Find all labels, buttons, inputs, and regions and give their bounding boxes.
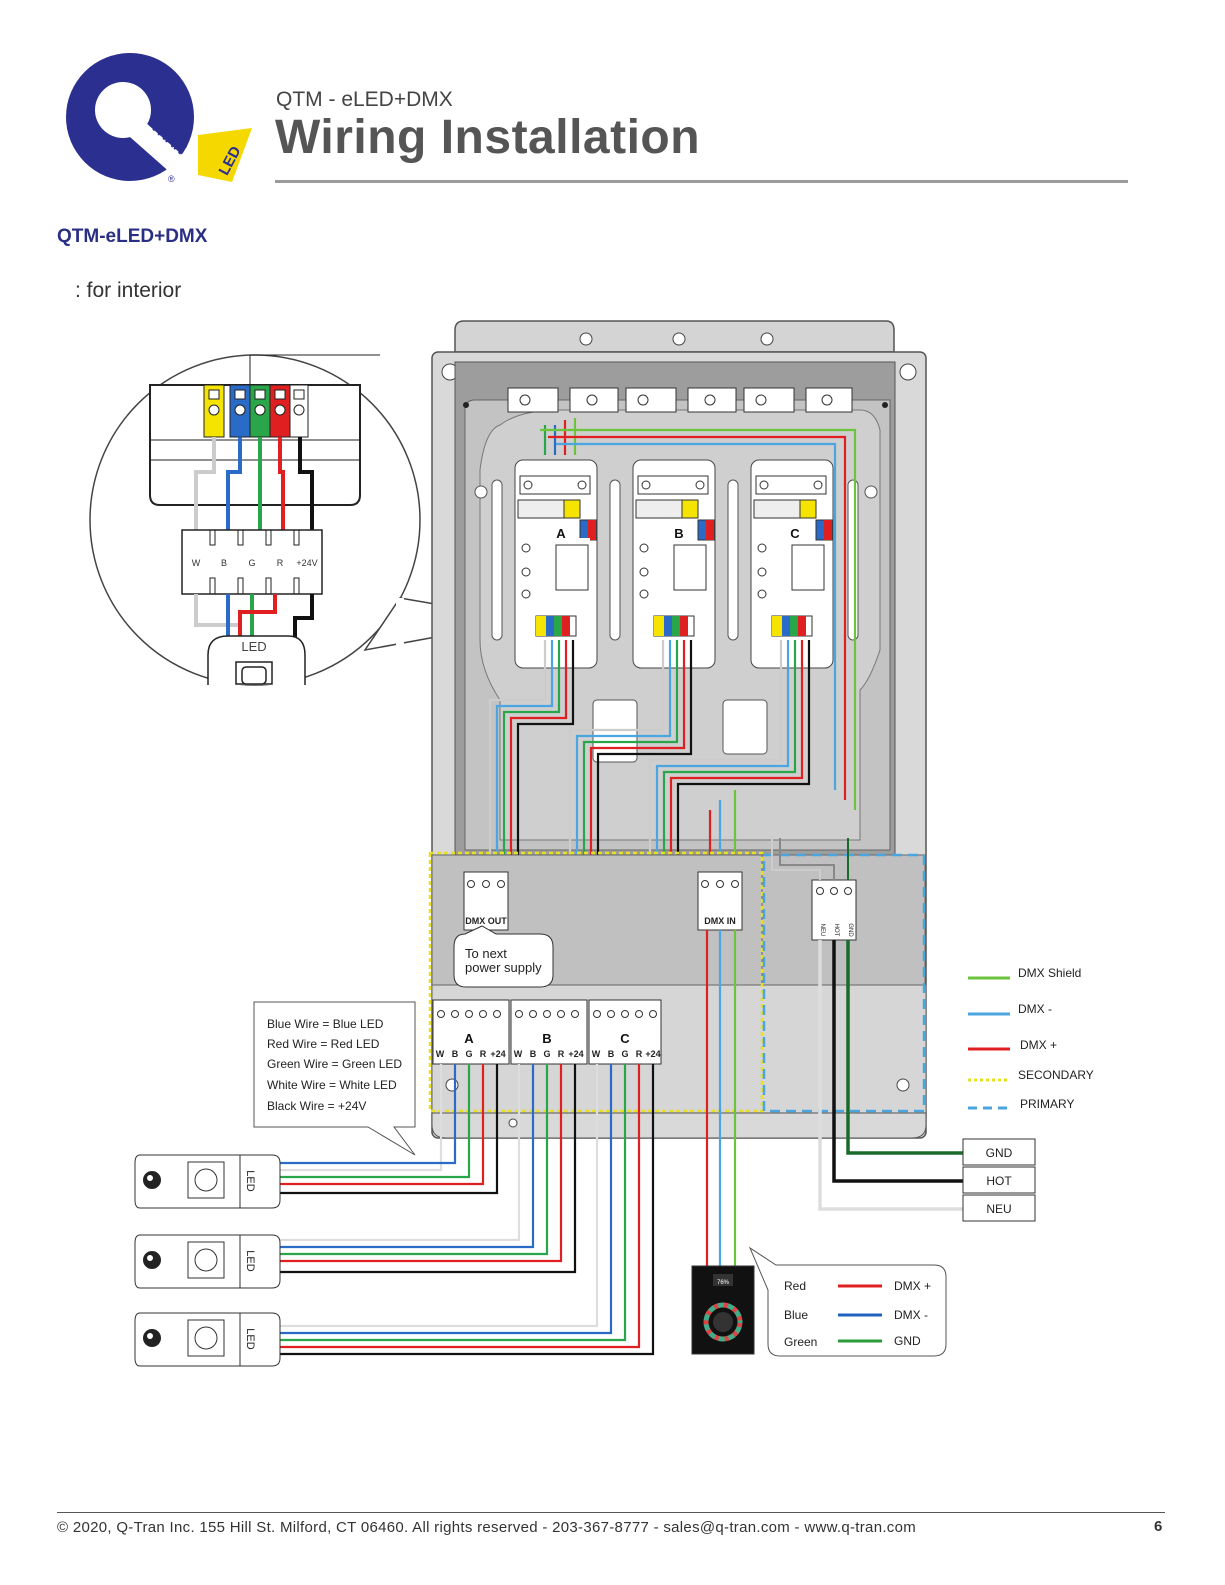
pin-b-24: +24 [568, 1049, 583, 1059]
pin-a-r: R [480, 1049, 487, 1059]
callout-next-line2: power supply [465, 960, 542, 975]
module-label-a: A [556, 526, 566, 541]
zoom-label-r: R [277, 558, 284, 568]
dmx-map-blue-wire: Blue [784, 1308, 808, 1322]
wire-key-box: Blue Wire = Blue LED Red Wire = Red LED … [253, 1001, 416, 1156]
dmx-out-label: DMX OUT [465, 916, 507, 926]
page-number: 6 [1154, 1518, 1163, 1535]
dmx-map-red-wire: Red [784, 1279, 806, 1293]
led-strip-1: LED [134, 1154, 281, 1209]
channel-terminals: A B C W B G R +24 W B G R +24 W B G R +2… [432, 999, 662, 1065]
dmx-mapping-callout: Red Blue Green DMX + DMX - GND [748, 1246, 947, 1357]
pin-b-w: W [514, 1049, 523, 1059]
dmx-map-red-signal: DMX + [894, 1279, 931, 1293]
pin-a-g: G [465, 1049, 472, 1059]
pin-a-b: B [452, 1049, 459, 1059]
terminal-hot-label: HOT [833, 924, 839, 937]
pin-b-r: R [558, 1049, 565, 1059]
pin-c-r: R [636, 1049, 643, 1059]
page-subtitle: QTM - eLED+DMX [276, 88, 453, 111]
group-a-label: A [464, 1031, 474, 1046]
qtran-logo: TRAN LED ® [66, 53, 252, 190]
pin-c-g: G [621, 1049, 628, 1059]
pin-b-g: G [543, 1049, 550, 1059]
dmx-map-blue-signal: DMX - [894, 1308, 928, 1322]
dmx-map-green-wire: Green [784, 1335, 817, 1349]
dmx-module-a [514, 459, 598, 669]
footer-text: © 2020, Q-Tran Inc. 155 Hill St. Milford… [57, 1519, 917, 1536]
pin-c-w: W [592, 1049, 601, 1059]
zoom-led-label: LED [241, 639, 266, 654]
page-title: Wiring Installation [275, 111, 701, 164]
zoom-label-g: G [248, 558, 255, 568]
wire-key-blue: Blue Wire = Blue LED [267, 1017, 384, 1031]
dmx-module-b [632, 459, 716, 669]
module-label-b: B [674, 526, 683, 541]
led-strip-3: LED [134, 1312, 281, 1367]
zoom-label-b: B [221, 558, 227, 568]
terminal-gnd-label: GND [847, 923, 853, 937]
legend-dmx-plus: DMX + [1020, 1038, 1057, 1052]
module-label-c: C [790, 526, 800, 541]
group-b-label: B [542, 1031, 551, 1046]
mains-labels: GND HOT NEU [962, 1138, 1036, 1222]
legend-secondary: SECONDARY [1018, 1068, 1094, 1082]
mains-gnd: GND [986, 1146, 1013, 1160]
callout-next-line1: To next [465, 946, 507, 961]
dmx-module-c [750, 459, 834, 669]
led-output-wires [280, 1064, 655, 1356]
wire-key-white: White Wire = White LED [267, 1078, 397, 1092]
zoom-callout: W B G R +24V LED [89, 354, 529, 686]
legend-dmx-minus: DMX - [1018, 1002, 1052, 1016]
zoom-label-w: W [192, 558, 201, 568]
wire-key-green: Green Wire = Green LED [267, 1057, 402, 1071]
title-rule [275, 180, 1128, 183]
wire-key-red: Red Wire = Red LED [267, 1037, 380, 1051]
primary-zone [762, 853, 926, 1113]
zoom-label-24v: +24V [296, 558, 317, 568]
mains-hot: HOT [986, 1174, 1012, 1188]
legend-dmx-shield: DMX Shield [1018, 966, 1081, 980]
led-strip-2-label: LED [244, 1250, 256, 1271]
controller-readout: 76% [717, 1280, 730, 1286]
pin-b-b: B [530, 1049, 537, 1059]
dmx-in-label: DMX IN [704, 916, 736, 926]
terminal-neu-label: NEU [819, 924, 825, 937]
pin-c-b: B [608, 1049, 615, 1059]
pin-a-w: W [436, 1049, 445, 1059]
led-strip-3-label: LED [244, 1328, 256, 1349]
legend-primary: PRIMARY [1020, 1097, 1074, 1111]
group-c-label: C [620, 1031, 630, 1046]
footer-rule [57, 1512, 1165, 1513]
pin-c-24: +24 [645, 1049, 660, 1059]
led-strip-1-label: LED [244, 1170, 256, 1191]
wire-key-black: Black Wire = +24V [267, 1099, 366, 1113]
usage-note: : for interior [75, 279, 182, 302]
model-heading: QTM-eLED+DMX [57, 226, 208, 247]
wire-legend: DMX Shield DMX - DMX + SECONDARY PRIMARY [968, 966, 1094, 1111]
dmx-map-green-signal: GND [894, 1334, 921, 1348]
logo-registered: ® [168, 174, 175, 184]
power-supply-enclosure: A B C [428, 320, 927, 1139]
mains-neu: NEU [986, 1202, 1011, 1216]
dmx-controller: 76% [691, 1265, 755, 1355]
pin-a-24: +24 [490, 1049, 505, 1059]
led-strip-2: LED [134, 1234, 281, 1289]
